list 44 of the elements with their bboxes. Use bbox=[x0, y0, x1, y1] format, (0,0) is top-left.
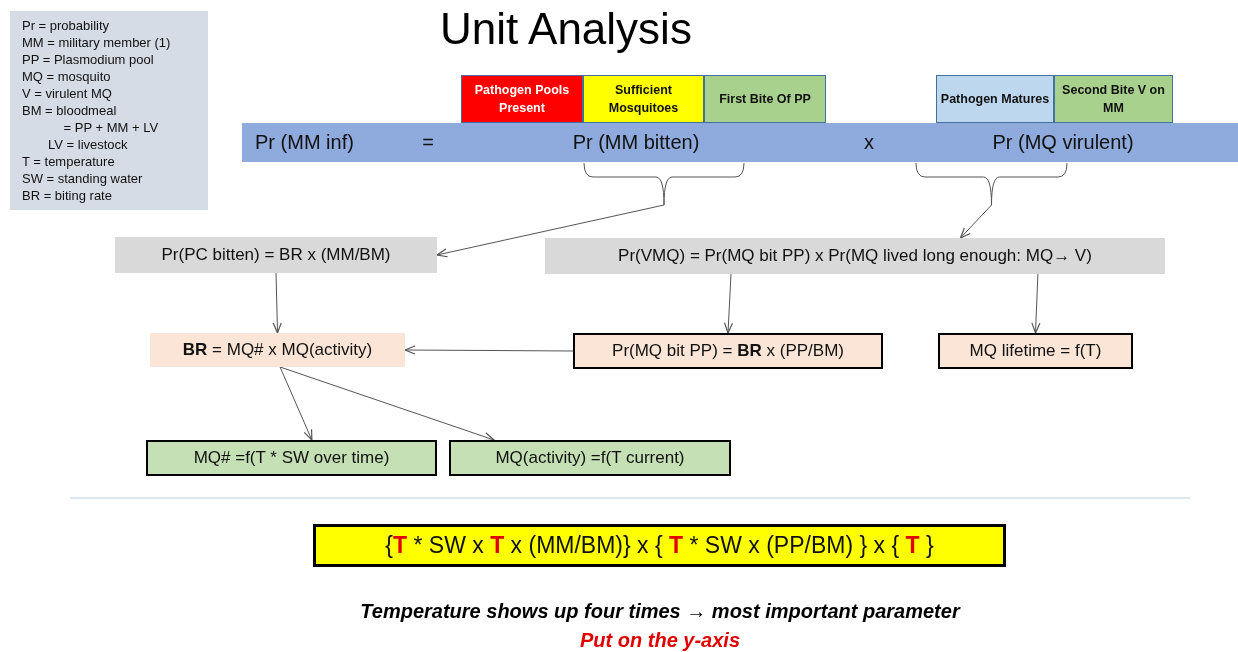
term-box: Pr(VMQ) = Pr(MQ bit PP) x Pr(MQ lived long enough: MQ→ V) bbox=[545, 238, 1165, 274]
key-entry: BM = bloodmeal bbox=[22, 102, 117, 119]
key-entry: SW = standing water bbox=[22, 170, 143, 187]
equation-band bbox=[242, 123, 1238, 162]
factor-box: Second Bite V on MM bbox=[1054, 75, 1173, 123]
key-entry: V = virulent MQ bbox=[22, 85, 112, 102]
key-box bbox=[10, 11, 208, 210]
term-box: Pr(PC bitten) = BR x (MM/BM) bbox=[115, 237, 437, 273]
arrow bbox=[404, 345, 574, 355]
arrow bbox=[272, 272, 282, 334]
term-box: MQ(activity) =f(T current) bbox=[449, 440, 731, 476]
term-box: MQ lifetime = f(T) bbox=[938, 333, 1133, 369]
arrow bbox=[279, 366, 495, 442]
title: Unit Analysis bbox=[440, 4, 692, 54]
curly-brace bbox=[583, 163, 745, 205]
operator: = bbox=[421, 131, 435, 154]
equation-term: Pr (MM inf) bbox=[255, 131, 355, 154]
arrow bbox=[279, 366, 313, 441]
note: Put on the y-axis bbox=[579, 629, 741, 652]
factor-box: Pathogen Matures bbox=[936, 75, 1054, 123]
operator: x bbox=[863, 131, 875, 154]
factor-box: Pathogen Pools Present bbox=[461, 75, 583, 123]
arrow bbox=[723, 273, 734, 334]
term-box: MQ# =f(T * SW over time) bbox=[146, 440, 437, 476]
equation-term: Pr (MQ virulent) bbox=[991, 131, 1135, 154]
formula-box: {T * SW x T x (MM/BM)} x { T* SW x (PP/BM) } x { T } bbox=[313, 524, 1006, 567]
key-entry: BR = biting rate bbox=[22, 187, 112, 204]
key-entry: LV = livestock bbox=[47, 136, 128, 153]
arrow bbox=[959, 204, 992, 239]
term-box: BR = MQ# x MQ(activity) bbox=[150, 333, 405, 367]
key-entry: Pr = probability bbox=[22, 17, 110, 34]
equation-term: Pr (MM bitten) bbox=[571, 131, 701, 154]
key-entry: PP = Plasmodium pool bbox=[22, 51, 154, 68]
arrow bbox=[436, 204, 665, 258]
note: Temperature shows up four times → most important parameter bbox=[359, 600, 962, 623]
factor-box: First Bite Of PP bbox=[704, 75, 826, 123]
term-box: Pr(MQ bit PP) = BR x (PP/BM) bbox=[573, 333, 883, 369]
curly-brace bbox=[915, 163, 1068, 205]
key-entry: MM = military member (1) bbox=[22, 34, 171, 51]
key-entry: = PP + MM + LV bbox=[62, 119, 159, 136]
key-entry: T = temperature bbox=[22, 153, 115, 170]
key-entry: MQ = mosquito bbox=[22, 68, 111, 85]
arrow bbox=[1031, 273, 1041, 334]
factor-box: Sufficient Mosquitoes bbox=[583, 75, 704, 123]
